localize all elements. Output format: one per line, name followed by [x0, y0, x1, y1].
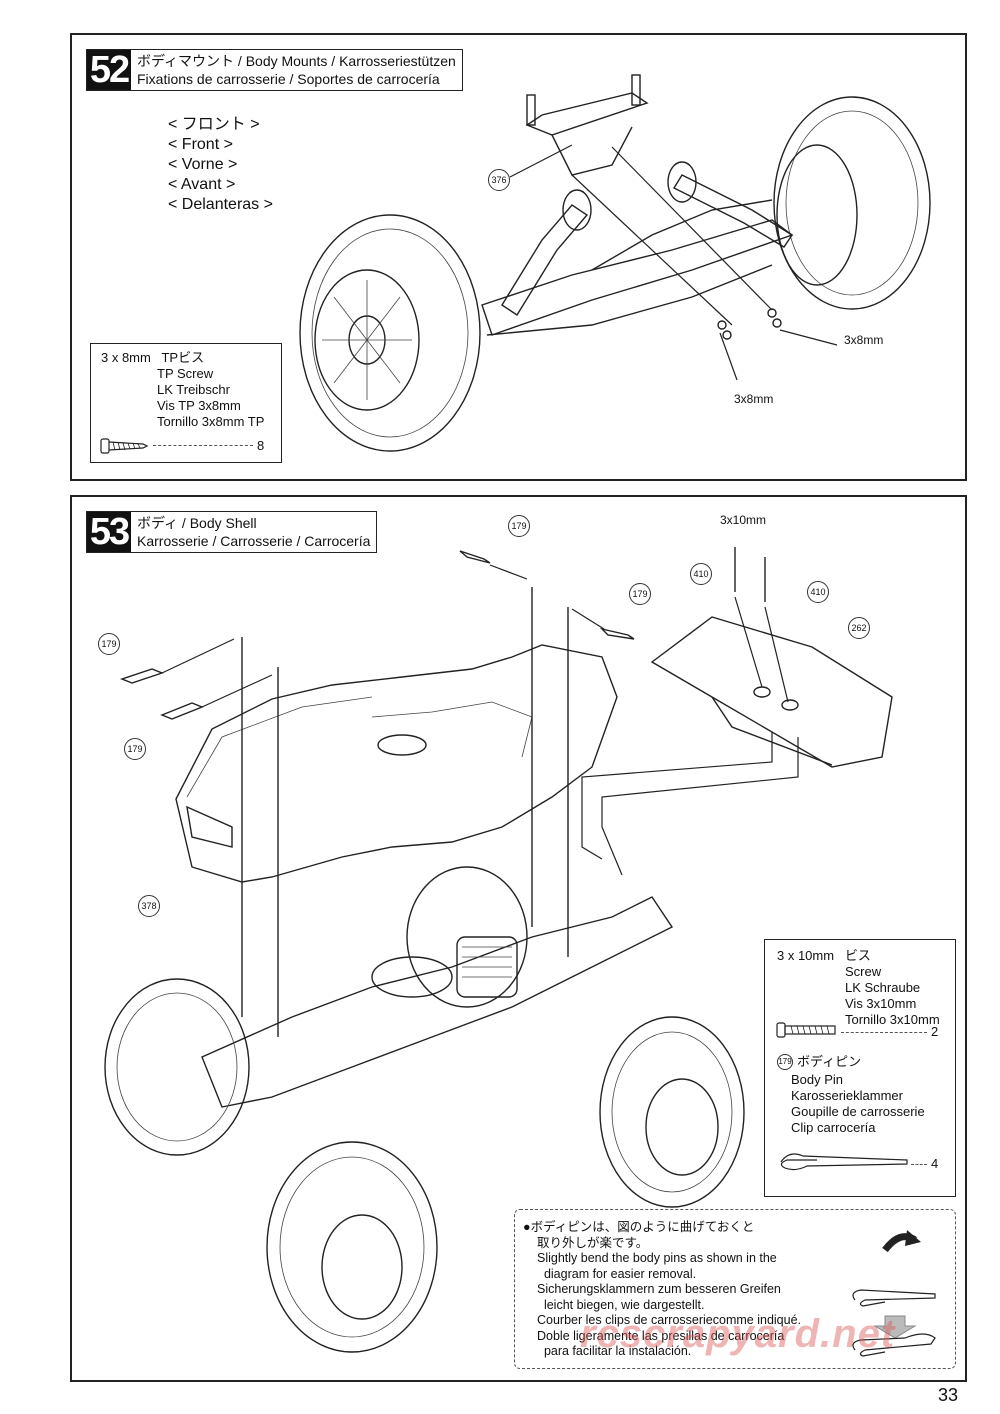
- step-53-panel: 53 ボディ / Body Shell Karrosserie / Carros…: [70, 495, 967, 1382]
- step-number: 52: [87, 49, 131, 91]
- screw-name: Vis 3x10mm: [845, 996, 917, 1011]
- screw-qty: 2: [931, 1024, 939, 1039]
- step-53-header: 53 ボディ / Body Shell Karrosserie / Carros…: [86, 511, 378, 553]
- parts-list-53: 3 x 10mm ビス Screw LK Schraube Vis 3x10mm…: [764, 939, 956, 1197]
- part-number-376: 376: [488, 169, 510, 191]
- screw-name: Tornillo 3x10mm: [845, 1012, 940, 1027]
- parts-list-52: 3 x 8mm TPビス TP Screw LK Treibschr Vis T…: [90, 343, 282, 463]
- pin-name: Karosserieklammer: [791, 1088, 903, 1103]
- pin-bend-diagram: [852, 1230, 936, 1357]
- watermark: rcscrapyard.net: [580, 1312, 896, 1356]
- front-label: < Avant >: [168, 176, 236, 193]
- step-subtitle: Karrosserie / Carrosserie / Carrocería: [137, 533, 371, 549]
- part-number-262: 262: [848, 617, 870, 639]
- pin-name-jp: ボディピン: [797, 1054, 862, 1069]
- screw-name: Screw: [845, 964, 882, 979]
- step-title: ボディ / Body Shell: [137, 515, 257, 531]
- note-line: ボディピンは、図のように曲げておくと: [530, 1220, 755, 1234]
- body-pin-icon: [780, 1153, 908, 1171]
- screw-callout: 3x8mm: [734, 392, 774, 406]
- pin-name: Body Pin: [791, 1072, 844, 1087]
- pin-part-number: 179: [777, 1054, 793, 1070]
- front-label: < Vorne >: [168, 156, 238, 173]
- pin-name: Goupille de carrosserie: [791, 1104, 925, 1119]
- step-number: 53: [87, 511, 131, 553]
- screw-qty: 8: [257, 438, 265, 453]
- screw-callout: 3x10mm: [720, 513, 767, 527]
- note-line: Courber les clips de carrosseriecomme in…: [537, 1313, 802, 1327]
- front-label-list: < フロント > < Front > < Vorne > < Avant > <…: [168, 115, 273, 215]
- front-label: < Delanteras >: [168, 196, 273, 213]
- screw-size: 3 x 10mm: [777, 948, 835, 963]
- body-pin-note: ●ボディピンは、図のように曲げておくと 取り外しが楽です。 Slightly b…: [514, 1209, 956, 1369]
- screw-icon: [776, 1022, 836, 1038]
- part-number-179: 179: [629, 583, 651, 605]
- screw-name: LK Treibschr: [157, 382, 230, 397]
- front-label: < フロント >: [168, 116, 260, 133]
- front-label: < Front >: [168, 136, 233, 153]
- note-bullet: ●: [523, 1220, 531, 1234]
- part-number-410: 410: [690, 563, 712, 585]
- screw-name: TP Screw: [157, 366, 214, 381]
- screw-name: Tornillo 3x8mm TP: [157, 414, 265, 429]
- screw-callout: 3x8mm: [844, 333, 884, 347]
- body-shell-illustration: [104, 547, 893, 1353]
- note-line: 取り外しが楽です。: [537, 1235, 649, 1250]
- part-number-179: 179: [508, 515, 530, 537]
- screw-size: 3 x 8mm: [101, 350, 151, 365]
- pin-qty: 4: [931, 1156, 939, 1171]
- part-number-410: 410: [807, 581, 829, 603]
- step-52-header: 52 ボディマウント / Body Mounts / Karrosseriest…: [86, 49, 463, 91]
- step-title: ボディマウント / Body Mounts / Karrosseriestütz…: [137, 53, 456, 69]
- part-number-179: 179: [124, 738, 146, 760]
- note-line: diagram for easier removal.: [537, 1266, 697, 1281]
- screw-name: Vis TP 3x8mm: [157, 398, 241, 413]
- screw-name-jp: ビス: [844, 948, 871, 963]
- note-line: Doble ligeramente las presillas de carro…: [537, 1328, 785, 1343]
- screw-icon: [100, 438, 149, 454]
- part-number-179: 179: [98, 633, 120, 655]
- front-chassis-illustration: [299, 74, 931, 452]
- pin-name: Clip carrocería: [791, 1120, 876, 1135]
- step-subtitle: Fixations de carrosserie / Soportes de c…: [137, 71, 440, 87]
- note-line: para facilitar la instalación.: [537, 1344, 692, 1358]
- screw-name: LK Schraube: [845, 980, 921, 995]
- page-number: 33: [937, 1385, 958, 1405]
- note-line: leicht biegen, wie dargestellt.: [537, 1297, 705, 1312]
- step-52-panel: 52 ボディマウント / Body Mounts / Karrosseriest…: [70, 33, 967, 481]
- note-line: Sicherungsklammern zum besseren Greifen: [537, 1282, 781, 1296]
- note-line: Slightly bend the body pins as shown in …: [537, 1251, 777, 1265]
- screw-name-jp: TPビス: [161, 350, 205, 365]
- part-number-378: 378: [138, 895, 160, 917]
